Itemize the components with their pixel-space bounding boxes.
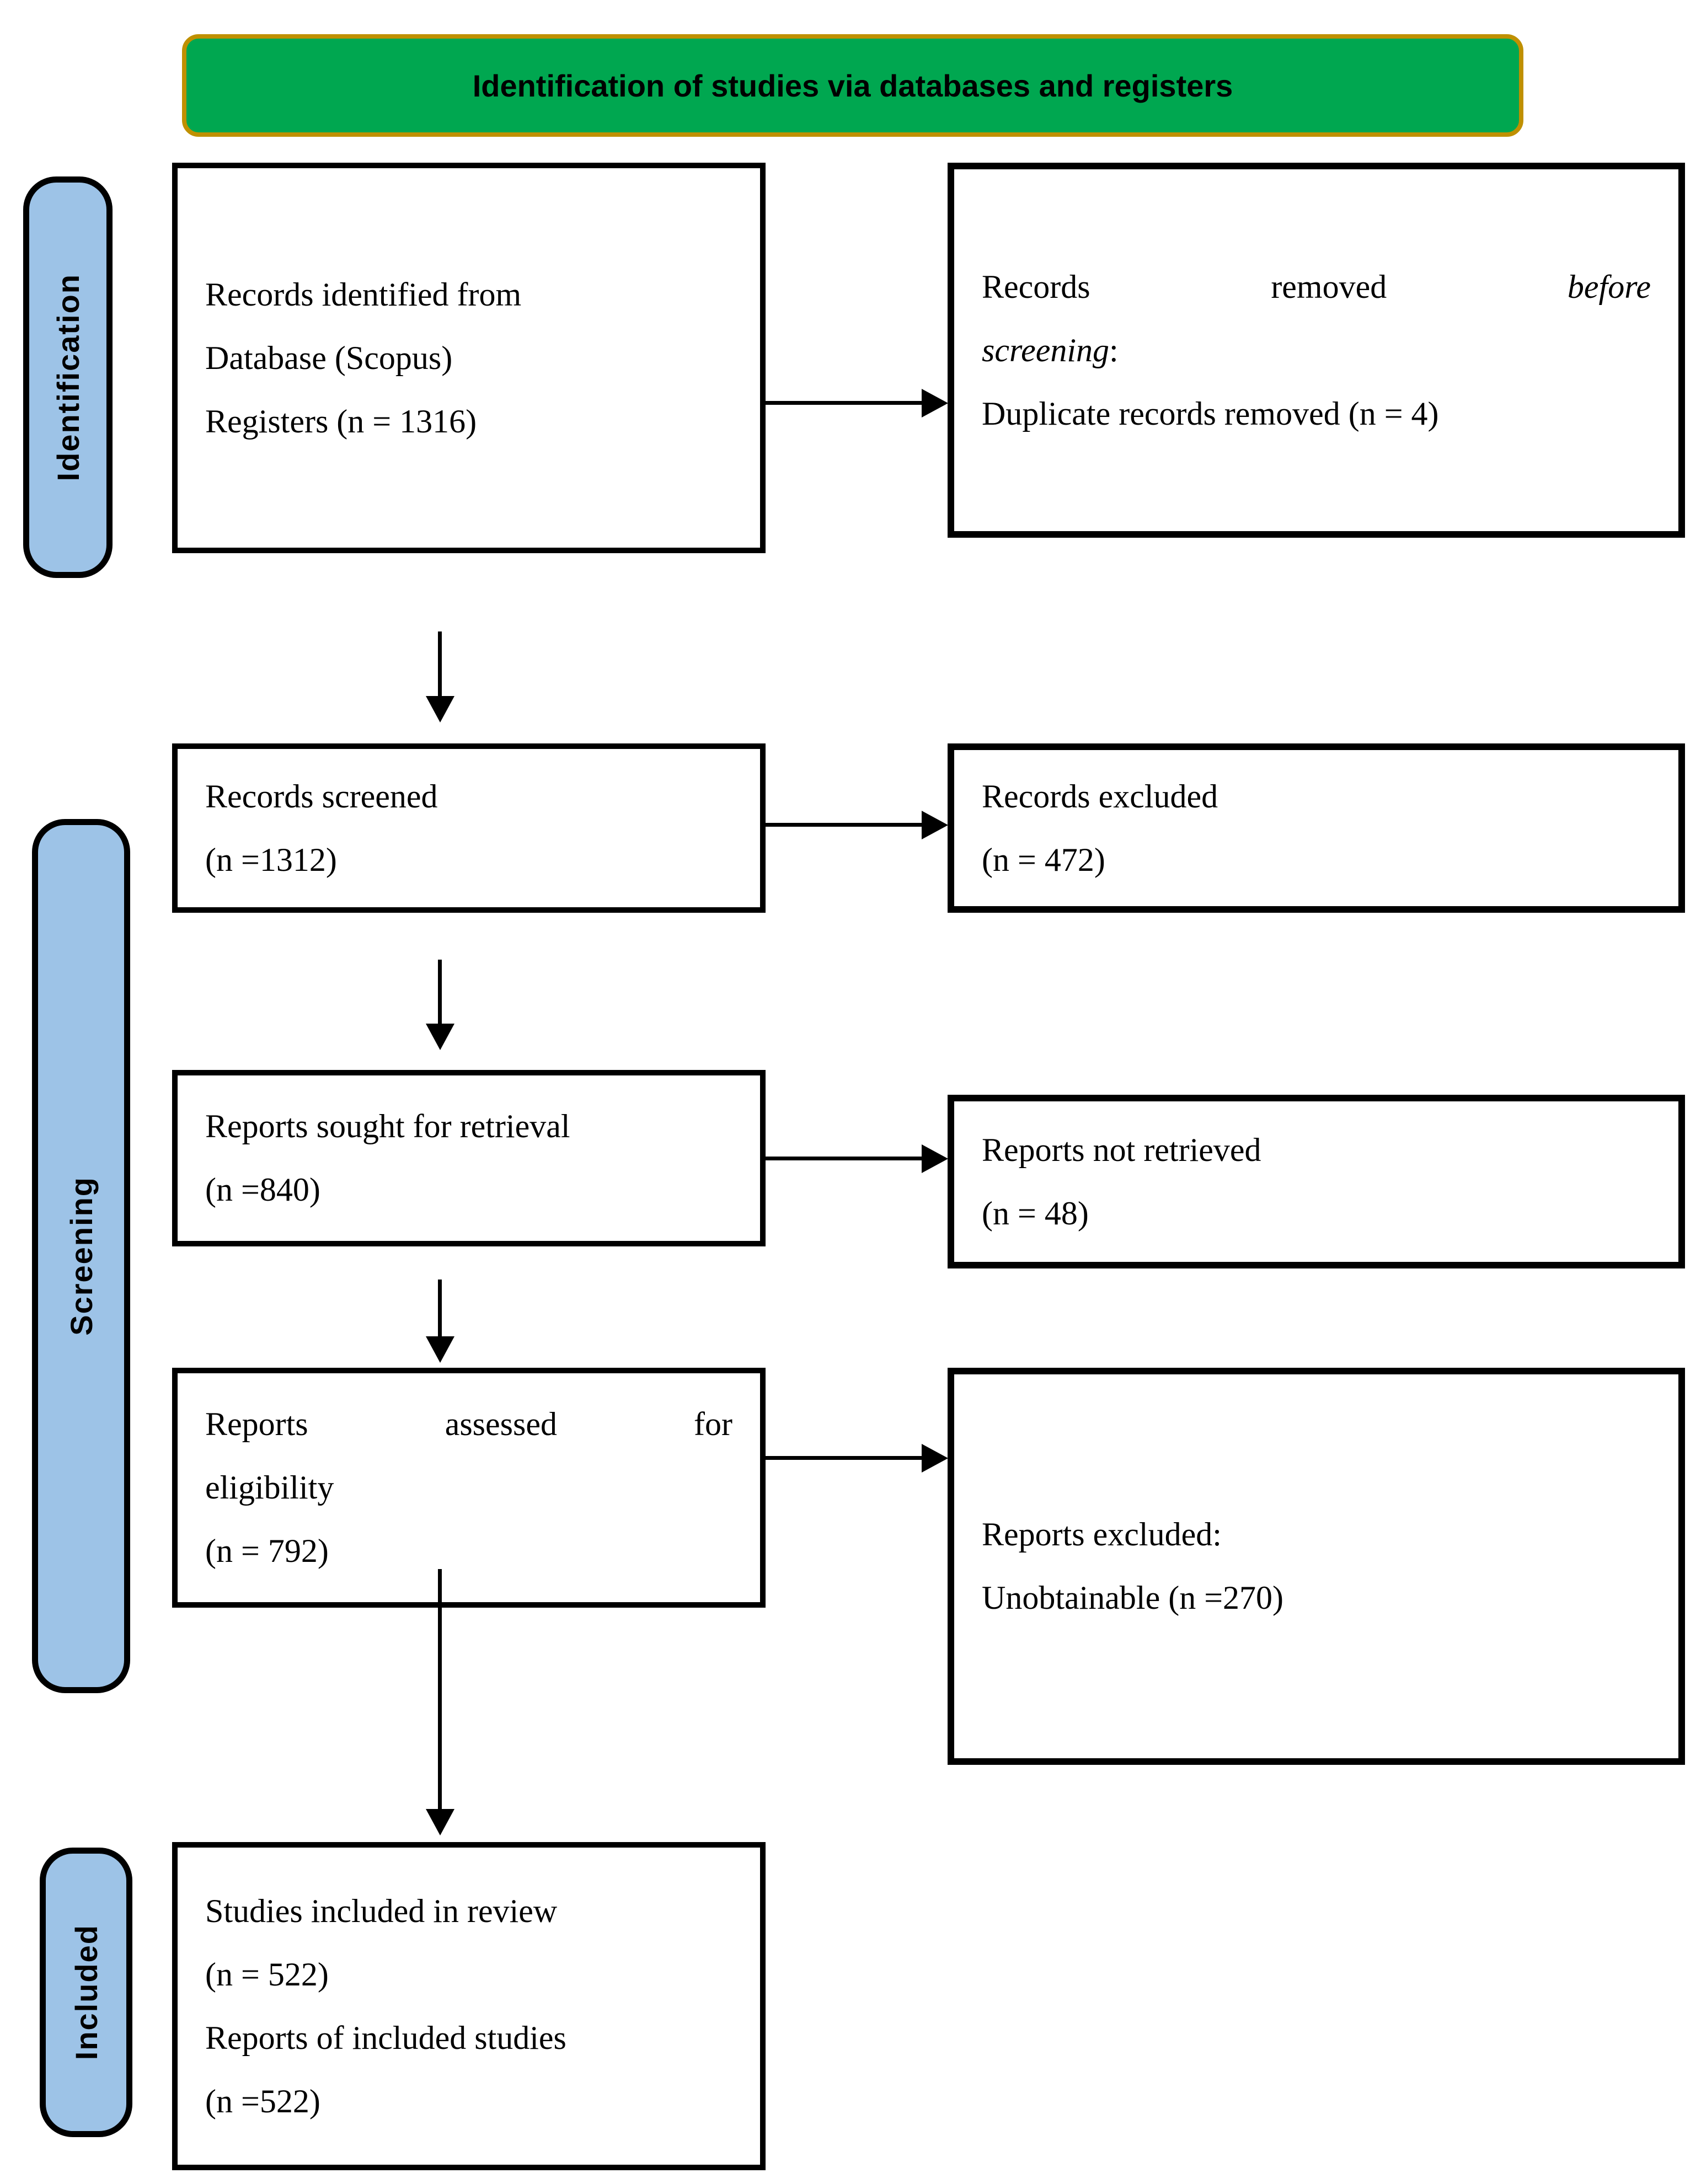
box-text-line: Records screened xyxy=(205,778,438,815)
box-records-identified: Records identified from Database (Scopus… xyxy=(172,163,766,553)
arrow-down-3-head xyxy=(426,1336,454,1363)
box-text-line: (n = 48) xyxy=(982,1195,1089,1232)
box-reports-not-retrieved: Reports not retrieved (n = 48) xyxy=(948,1095,1685,1268)
box-text-line: (n =1312) xyxy=(205,841,337,878)
arrow-right-2-line xyxy=(766,823,923,827)
arrow-down-3-line xyxy=(438,1280,442,1337)
arrow-right-4-head xyxy=(922,1444,948,1473)
stage-label-included: Included xyxy=(68,1924,104,2060)
box-text-line: Reports not retrieved xyxy=(982,1131,1261,1168)
word: for xyxy=(694,1406,732,1442)
word-italic: screening xyxy=(982,331,1110,368)
box-records-screened: Records screened (n =1312) xyxy=(172,743,766,913)
stage-label-screening: Screening xyxy=(63,1176,99,1336)
box-text-line: Duplicate records removed (n = 4) xyxy=(982,395,1439,432)
box-reports-sought: Reports sought for retrieval (n =840) xyxy=(172,1070,766,1246)
banner: Identification of studies via databases … xyxy=(182,34,1523,137)
stage-pill-included: Included xyxy=(40,1848,132,2137)
arrow-right-1-head xyxy=(922,389,948,417)
box-text-line: Records identified from xyxy=(205,276,522,313)
arrow-down-4-line xyxy=(438,1569,442,1810)
box-text-line: Unobtainable (n =270) xyxy=(982,1580,1284,1616)
box-text-line: (n =522) xyxy=(205,2083,320,2119)
word: assessed xyxy=(445,1406,557,1442)
arrow-down-1-line xyxy=(438,631,442,700)
box-text-line: (n = 472) xyxy=(982,841,1105,878)
box-text-line: Reports excluded: xyxy=(982,1516,1222,1553)
box-reports-excluded: Reports excluded: Unobtainable (n =270) xyxy=(948,1368,1685,1765)
box-reports-assessed: Reports assessed for eligibility (n = 79… xyxy=(172,1368,766,1608)
arrow-right-1-line xyxy=(766,401,923,405)
box-studies-included: Studies included in review (n = 522) Rep… xyxy=(172,1842,766,2170)
stage-pill-identification: Identification xyxy=(23,176,113,578)
word-italic: before xyxy=(1567,268,1651,305)
arrow-right-3-line xyxy=(766,1157,923,1160)
box-text-line: Reports of included studies xyxy=(205,2019,566,2056)
box-records-removed: Records removed before screening: Duplic… xyxy=(948,163,1685,538)
box-text-line: Registers (n = 1316) xyxy=(205,403,477,440)
box-text-line: Records excluded xyxy=(982,778,1218,815)
arrow-down-2-head xyxy=(426,1024,454,1050)
arrow-down-1-head xyxy=(426,696,454,722)
banner-title: Identification of studies via databases … xyxy=(472,68,1233,103)
box-text-line: eligibility xyxy=(205,1469,334,1506)
stage-pill-screening: Screening xyxy=(32,819,130,1693)
box-text-line: Studies included in review xyxy=(205,1892,558,1929)
arrow-right-4-line xyxy=(766,1456,923,1460)
stage-label-identification: Identification xyxy=(50,273,85,481)
word: removed xyxy=(1271,268,1387,305)
arrow-right-3-head xyxy=(922,1144,948,1173)
box-text-line: Records removed before xyxy=(982,255,1651,319)
box-text-line: screening: xyxy=(982,319,1651,382)
arrow-down-4-head xyxy=(426,1809,454,1835)
box-text-line: Database (Scopus) xyxy=(205,339,453,376)
box-text-line: (n = 522) xyxy=(205,1956,329,1993)
arrow-down-2-line xyxy=(438,960,442,1025)
box-text-line: Reports sought for retrieval xyxy=(205,1108,570,1144)
box-text-line: (n =840) xyxy=(205,1171,320,1208)
word: Records xyxy=(982,268,1090,305)
box-text-line: (n = 792) xyxy=(205,1533,329,1569)
box-records-excluded: Records excluded (n = 472) xyxy=(948,743,1685,913)
word: Reports xyxy=(205,1406,308,1442)
arrow-right-2-head xyxy=(922,811,948,839)
box-text-line: Reports assessed for xyxy=(205,1393,732,1456)
word: : xyxy=(1109,331,1119,368)
